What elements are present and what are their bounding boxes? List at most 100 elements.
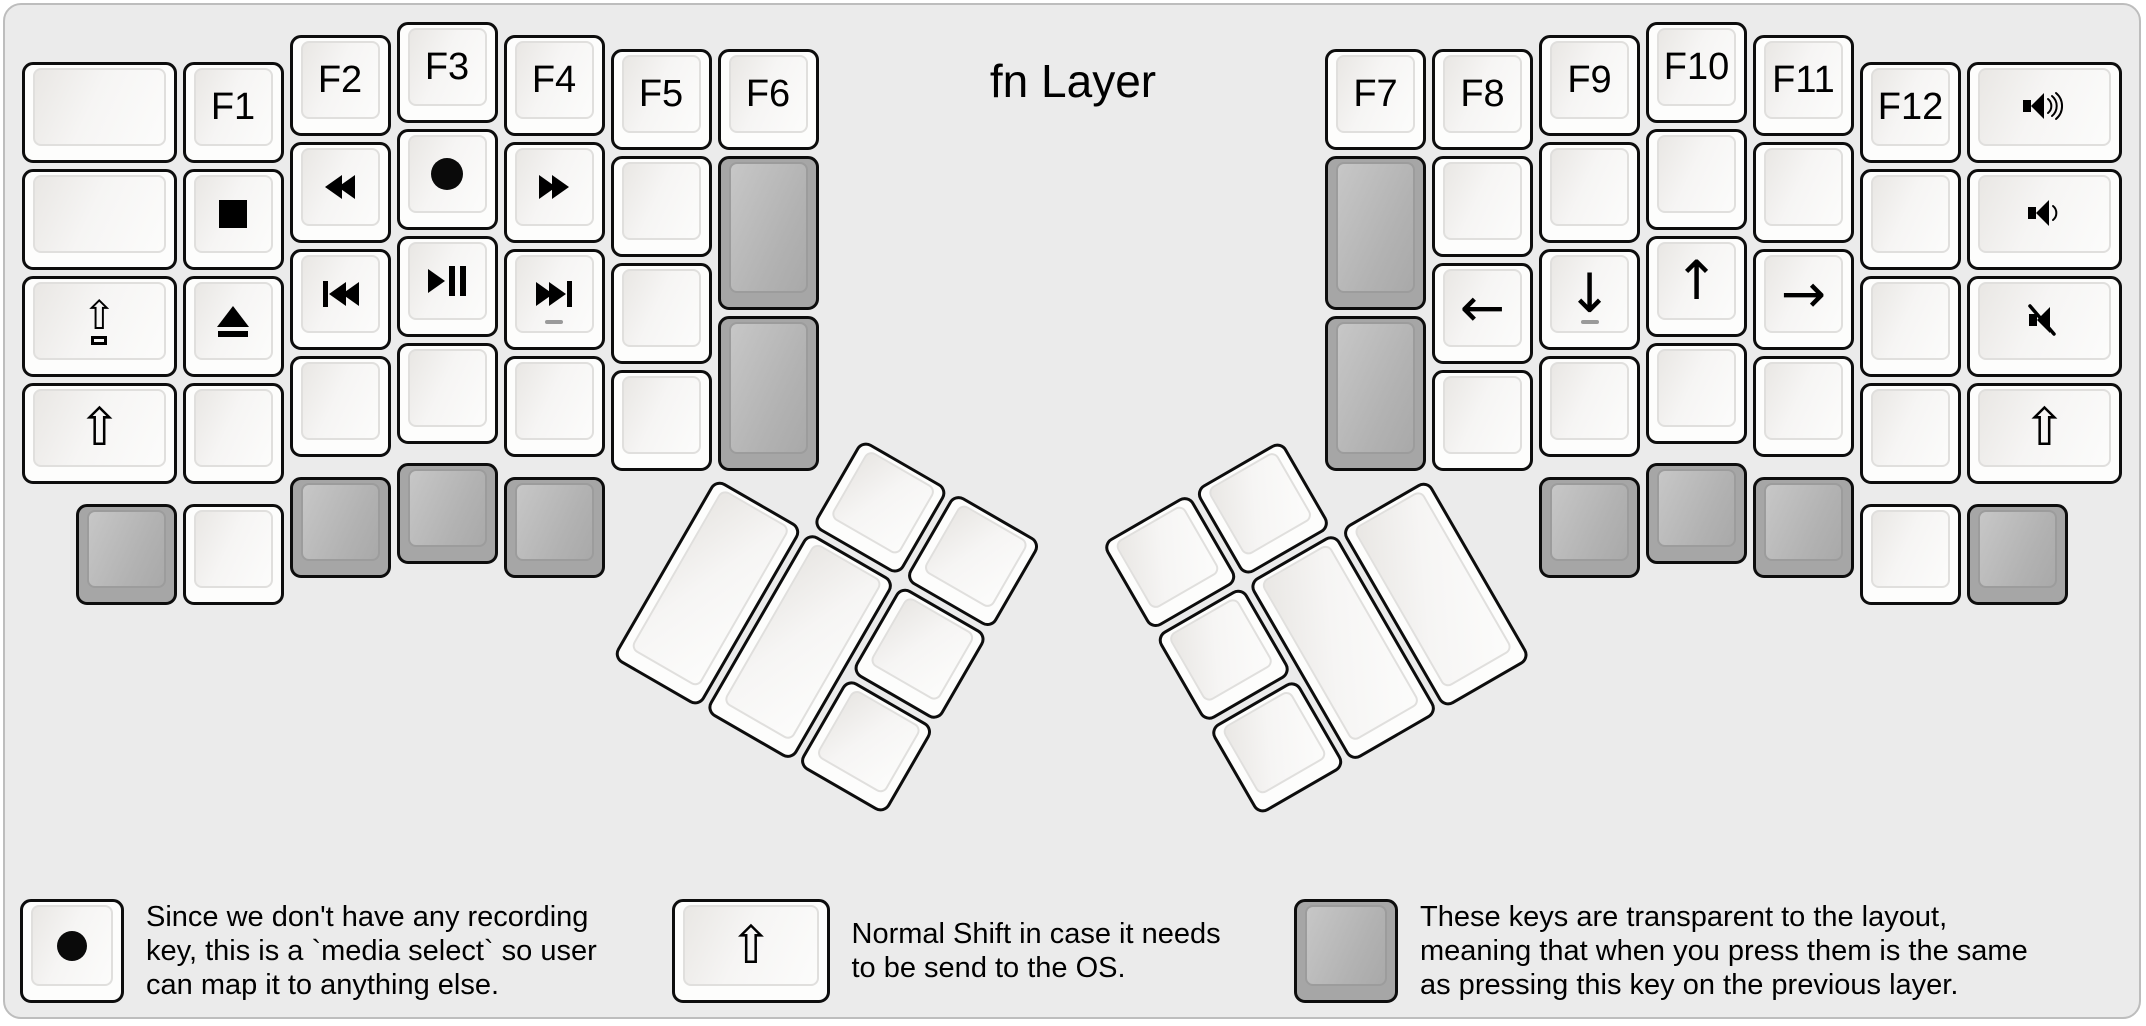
key-arrow-up[interactable]: ↑ [1646,236,1747,337]
prev-track-icon [322,281,359,308]
key-transparent[interactable] [1325,155,1426,311]
keycap-surface [1657,469,1736,548]
key-arrow-right[interactable]: → [1753,249,1854,351]
key-blank[interactable] [396,343,498,444]
key-label: F11 [1772,59,1835,102]
key-volume-down[interactable] [1967,169,2122,271]
keycap-surface: F5 [621,54,701,133]
key-blank[interactable] [1860,276,1961,378]
key-arrow-left[interactable]: ← [1432,262,1533,364]
key-transparent[interactable] [1539,476,1640,578]
key-f11[interactable]: F11 [1753,35,1854,137]
key-transparent[interactable] [75,503,177,605]
key-blank[interactable] [1432,155,1533,257]
keycap-surface [193,509,273,588]
shift-icon: ⇧ [728,915,773,976]
key-blank[interactable] [22,169,177,271]
key-transparent[interactable] [717,316,819,471]
key-f12[interactable]: F12 [1860,62,1961,164]
play-pause-icon [427,266,467,296]
key-shift[interactable]: ⇧ [22,383,177,485]
key-label: F3 [424,46,470,88]
key-caps-lock[interactable]: ⇧ [22,276,177,378]
keycap-surface: ⇧ [1978,389,2111,468]
key-blank[interactable] [1646,343,1747,444]
key-rewind[interactable] [289,142,391,244]
keycap-surface [1764,148,1843,227]
keycap-surface: F4 [514,41,594,120]
rewind-icon [325,175,355,200]
keycap-surface [621,375,701,454]
keycap-surface [514,255,594,334]
key-next-track[interactable] [503,249,605,351]
key-blank[interactable] [182,383,284,485]
key-f8[interactable]: F8 [1432,48,1533,150]
key-blank[interactable] [1860,503,1961,605]
key-arrow-down[interactable]: ↓ [1539,249,1640,351]
legend-line: to be send to the OS. [851,952,1126,984]
key-blank[interactable] [503,356,605,458]
key-f4[interactable]: F4 [503,35,605,137]
key-blank[interactable] [1753,356,1854,458]
key-mute[interactable] [1967,276,2122,378]
key-stop[interactable] [182,169,284,271]
key-f1[interactable]: F1 [182,62,284,164]
key-volume-up[interactable] [1967,62,2122,164]
key-blank[interactable] [1646,129,1747,230]
key-blank[interactable] [289,356,391,458]
key-transparent[interactable] [1753,476,1854,578]
mute-icon [2021,302,2067,341]
key-play-pause[interactable] [396,236,498,337]
key-transparent[interactable] [1646,463,1747,565]
key-blank[interactable] [610,369,712,471]
keycap-surface [1443,375,1522,454]
key-blank[interactable] [610,155,712,257]
keycap-surface [1978,509,2057,588]
keycap-surface [1443,161,1522,240]
key-transparent[interactable] [1967,503,2068,605]
key-f7[interactable]: F7 [1325,48,1426,150]
legend-line: can map it to anything else. [146,969,500,1001]
key-blank[interactable] [1860,383,1961,485]
keycap-surface [407,349,487,427]
key-blank[interactable] [1753,142,1854,244]
key-blank[interactable] [1539,142,1640,244]
keycap-surface [193,175,273,254]
homing-bar [1580,320,1599,325]
key-f6[interactable]: F6 [717,48,819,150]
keycap-surface: F12 [1871,68,1950,147]
key-label: F6 [745,72,791,115]
key-f2[interactable]: F2 [289,35,391,137]
key-fast-forward[interactable] [503,142,605,244]
keycap-surface: ← [1443,268,1522,347]
keycap-surface [407,469,487,548]
key-label: F1 [210,86,256,129]
key-blank[interactable] [610,262,712,364]
key-eject[interactable] [182,276,284,378]
key-f3[interactable]: F3 [396,22,498,123]
key-blank[interactable] [22,62,177,164]
key-blank[interactable] [182,503,284,605]
key-f10[interactable]: F10 [1646,22,1747,123]
key-transparent[interactable] [289,476,391,578]
key-blank[interactable] [1860,169,1961,271]
keycap-surface [1978,175,2111,254]
key-blank[interactable] [1432,369,1533,471]
keycap-surface [86,509,166,588]
key-blank[interactable] [1539,356,1640,458]
key-transparent[interactable] [1325,316,1426,471]
keycap-surface: F1 [193,68,273,147]
key-record[interactable] [396,129,498,230]
key-f9[interactable]: F9 [1539,35,1640,137]
key-prev-track[interactable] [289,249,391,351]
key-shift[interactable]: ⇧ [1967,383,2122,485]
key-transparent[interactable] [503,476,605,578]
key-transparent[interactable] [717,155,819,311]
keycap-surface: ⇧ [33,282,166,361]
legend-key-transparent [1294,899,1398,1003]
key-transparent[interactable] [396,463,498,565]
key-f5[interactable]: F5 [610,48,712,150]
